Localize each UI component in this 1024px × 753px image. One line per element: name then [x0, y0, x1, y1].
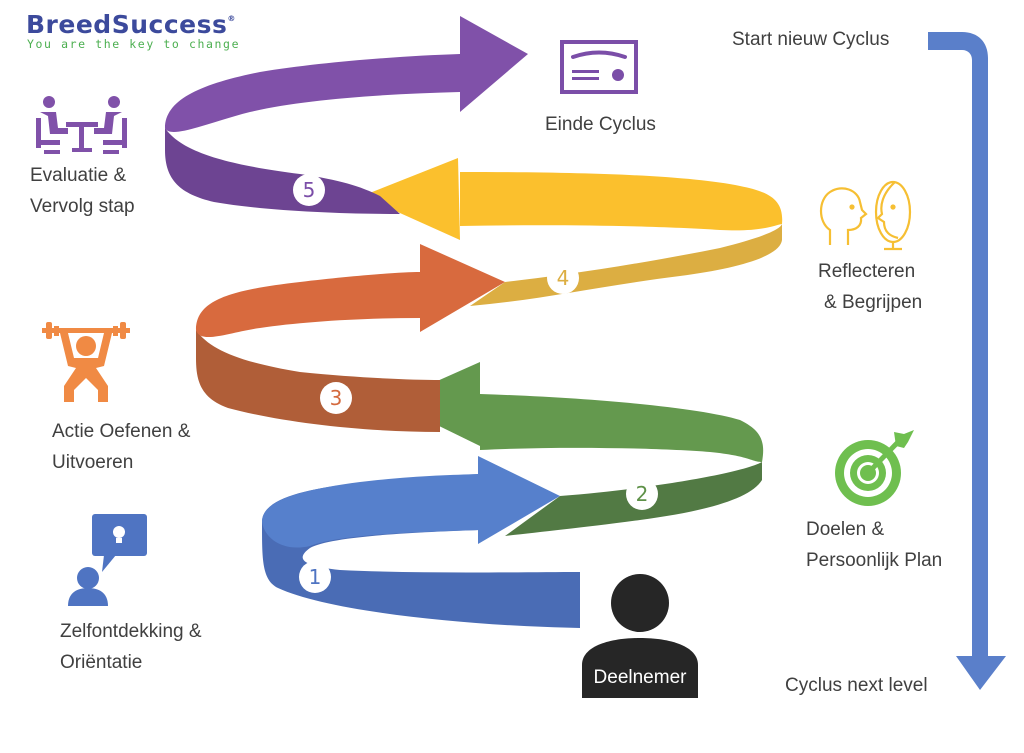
- target-icon: [835, 430, 914, 506]
- logo-name: BreedSuccess: [26, 10, 228, 39]
- step-2-label-line2: Persoonlijk Plan: [806, 550, 943, 571]
- step-1-label: Zelfontdekking & Oriëntatie: [60, 616, 202, 678]
- step-3-label-line2: Uitvoeren: [52, 452, 134, 473]
- certificate-icon: [560, 40, 638, 94]
- spiral-segment-5: 5: [165, 16, 528, 214]
- spiral-segment-4: 4: [362, 158, 783, 306]
- spiral-segment-3: 3: [196, 244, 505, 432]
- step-4-label: Reflecteren & Begrijpen: [818, 256, 922, 318]
- step-4-label-line2: & Begrijpen: [824, 292, 923, 313]
- step-number-3: 3: [330, 386, 343, 410]
- step-5-label: Evaluatie & Vervolg stap: [30, 160, 135, 222]
- step-2-label: Doelen & Persoonlijk Plan: [806, 514, 942, 576]
- step-1-label-line2: Oriëntatie: [60, 652, 143, 673]
- step-4-label-line1: Reflecteren: [818, 261, 916, 282]
- step-1-label-line1: Zelfontdekking &: [60, 621, 202, 642]
- step-2-label-line1: Doelen &: [806, 519, 885, 540]
- logo-title: BreedSuccess®: [26, 10, 236, 39]
- person-icon: [582, 574, 698, 698]
- person-idea-icon: [68, 514, 147, 606]
- weightlifter-icon: [42, 322, 130, 402]
- step-3-label: Actie Oefenen & Uitvoeren: [52, 416, 190, 478]
- step-5-label-line2: Vervolg stap: [30, 196, 135, 217]
- start-new-cycle-label: Start nieuw Cyclus: [732, 29, 890, 50]
- mirror-reflection-icon: [819, 180, 912, 251]
- step-number-2: 2: [636, 482, 649, 506]
- spiral-segment-1: 1: [262, 456, 580, 628]
- logo-registered-mark: ®: [227, 14, 236, 23]
- step-number-5: 5: [303, 178, 316, 202]
- logo-tagline: You are the key to change: [27, 37, 241, 51]
- next-level-label: Cyclus next level: [785, 675, 928, 696]
- step-number-4: 4: [557, 266, 570, 290]
- step-3-label-line1: Actie Oefenen &: [52, 421, 191, 442]
- step-5-label-line1: Evaluatie &: [30, 165, 127, 186]
- participant-label: Deelnemer: [593, 667, 687, 688]
- step-number-1: 1: [309, 565, 322, 589]
- next-level-arrow: [928, 32, 1006, 690]
- meeting-table-icon: [36, 96, 127, 154]
- end-cycle-label: Einde Cyclus: [545, 114, 656, 135]
